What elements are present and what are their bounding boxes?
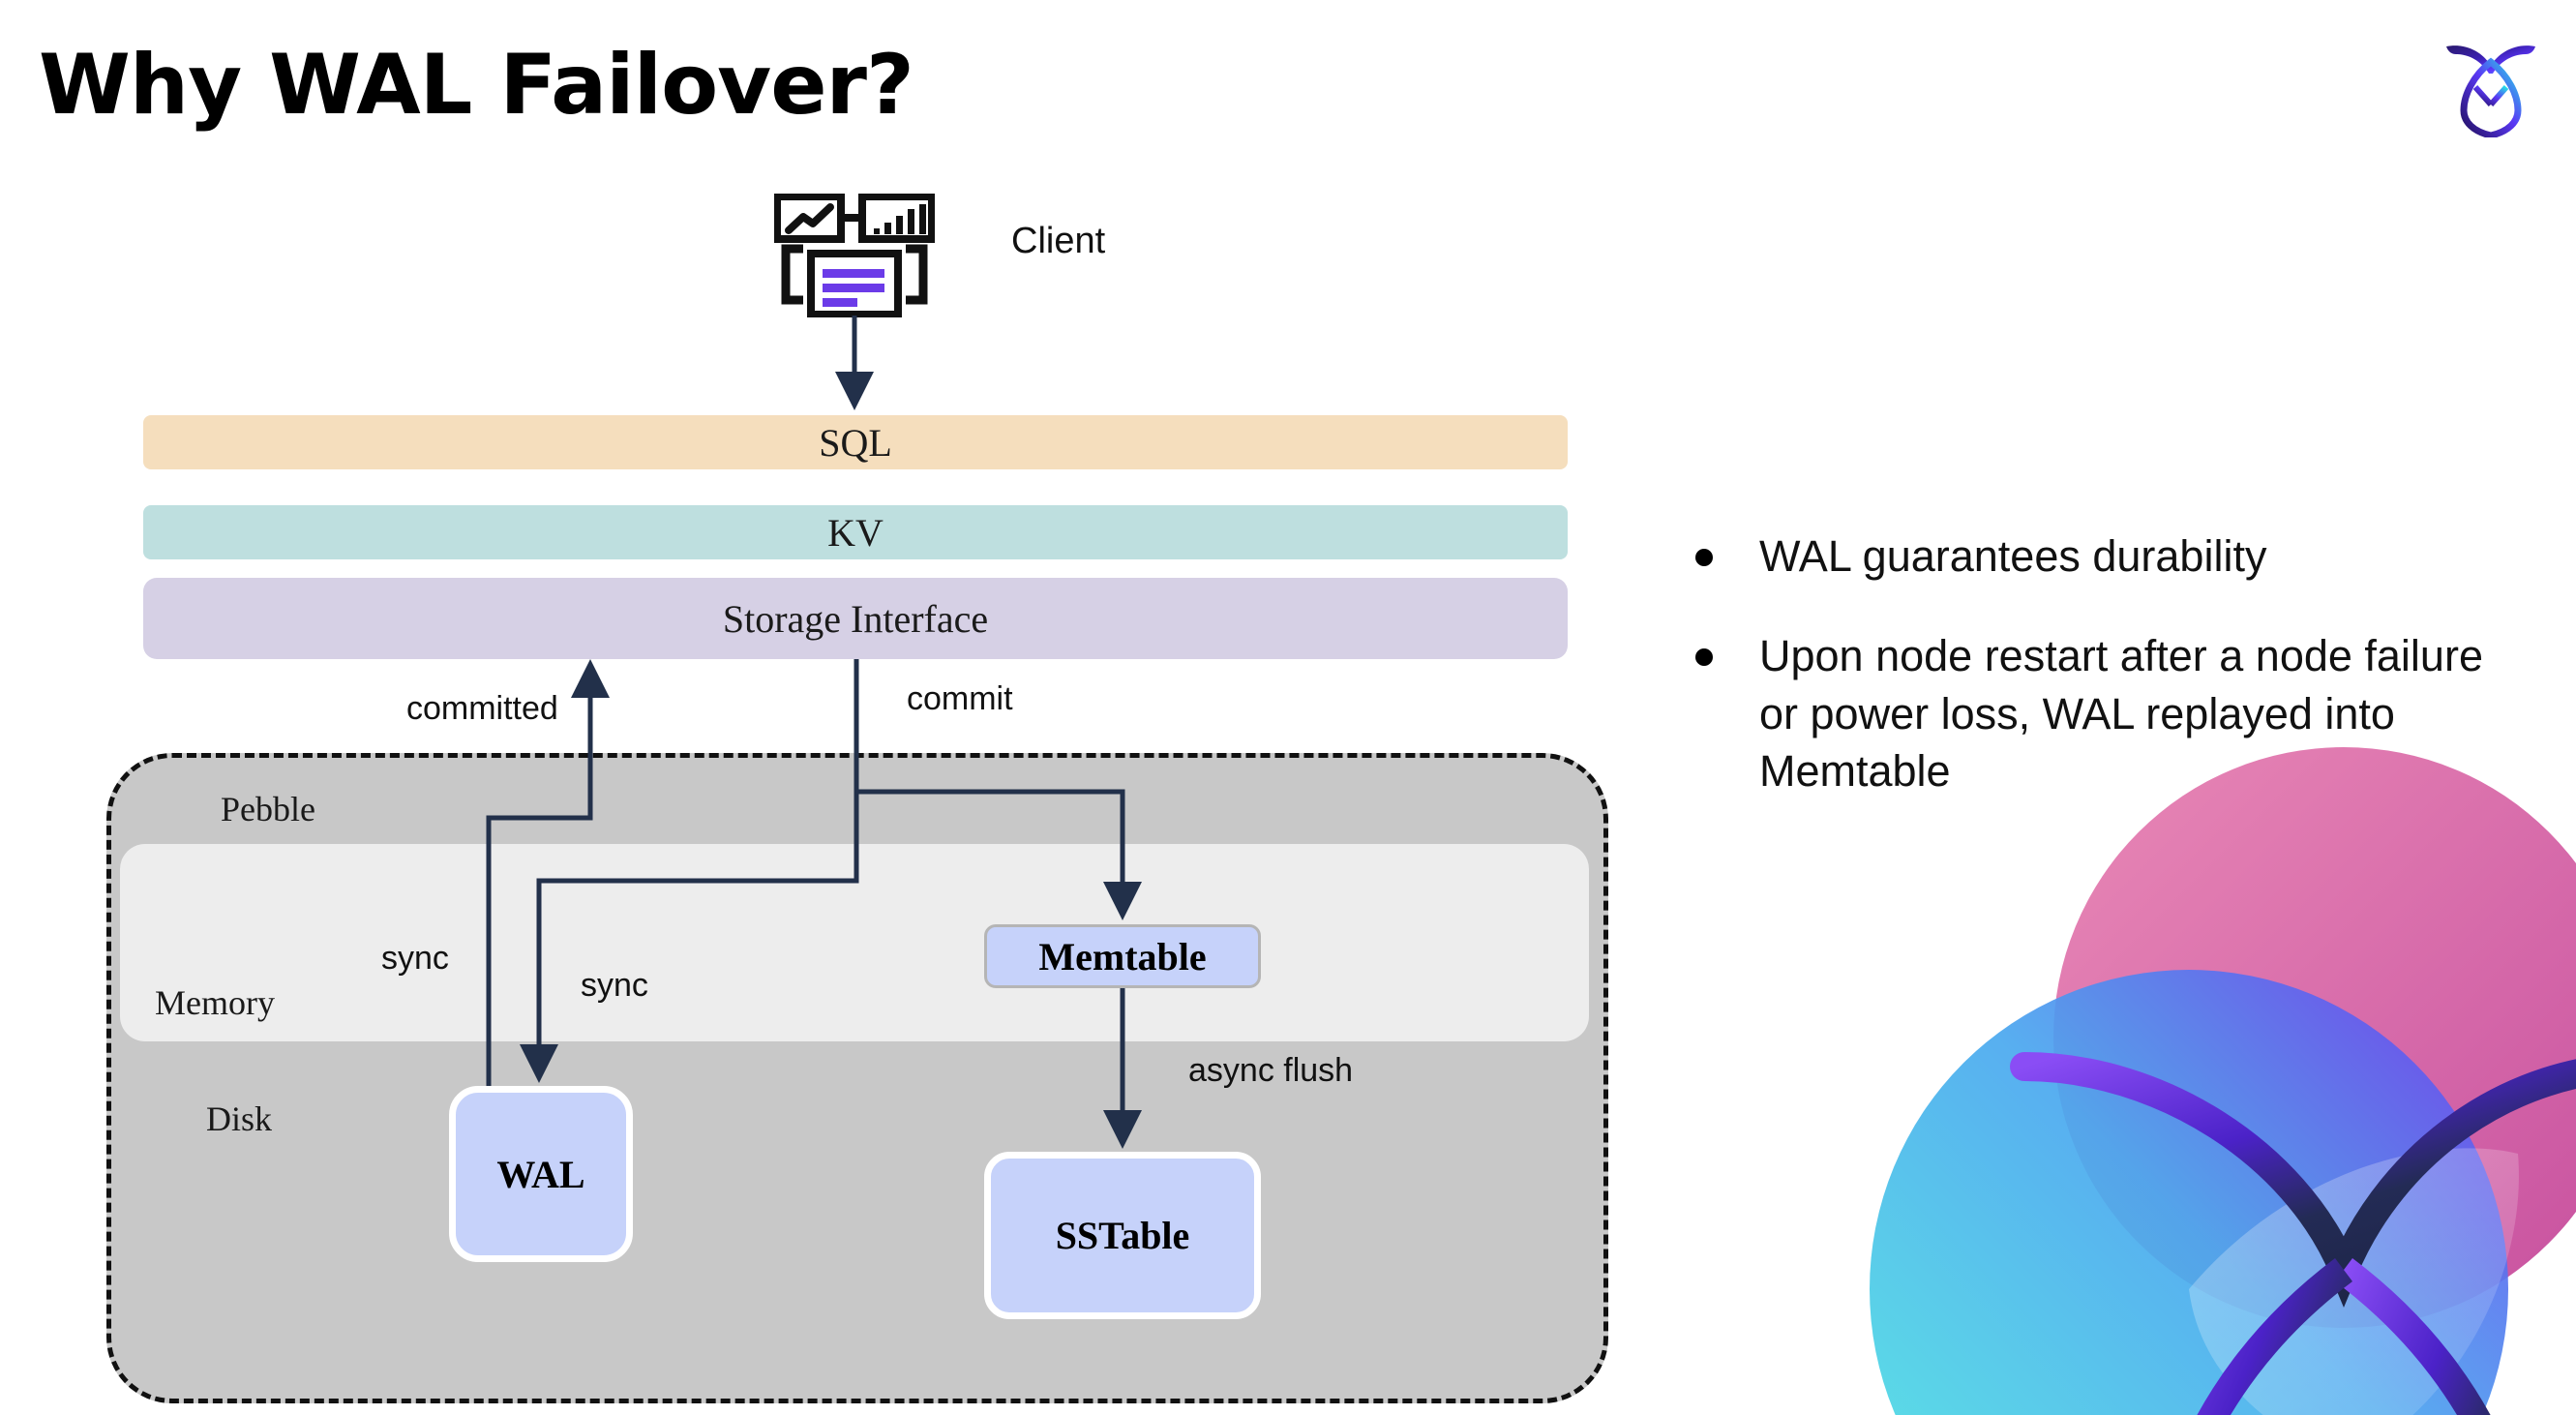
edge-label-sync-2: sync <box>581 967 648 1004</box>
node-memtable-label: Memtable <box>1038 934 1207 978</box>
memory-label: Memory <box>155 983 275 1022</box>
list-item: WAL guarantees durability <box>1695 527 2499 585</box>
layer-bar-storage-interface-label: Storage Interface <box>722 596 989 641</box>
client-dashboard-icon <box>773 193 936 318</box>
node-sstable: SSTable <box>984 1152 1261 1319</box>
edge-label-committed: committed <box>406 690 558 727</box>
layer-bar-sql: SQL <box>143 415 1568 469</box>
node-sstable-label: SSTable <box>1055 1214 1190 1257</box>
bullet-list: WAL guarantees durability Upon node rest… <box>1695 527 2499 843</box>
page-title: Why WAL Failover? <box>39 37 914 134</box>
pebble-label: Pebble <box>221 790 315 828</box>
bullet-text: WAL guarantees durability <box>1759 531 2267 581</box>
edge-label-async-flush: async flush <box>1188 1052 1354 1089</box>
disk-label: Disk <box>206 1099 273 1138</box>
bullet-dot-icon <box>1695 648 1713 667</box>
edge-label-commit: commit <box>907 680 1013 717</box>
edge-label-sync-1: sync <box>381 940 449 977</box>
node-wal: WAL <box>449 1086 633 1262</box>
bullet-text: Upon node restart after a node failure o… <box>1759 631 2483 797</box>
client-label: Client <box>1011 221 1106 261</box>
node-wal-label: WAL <box>496 1152 585 1196</box>
memory-region <box>120 844 1589 1041</box>
layer-bar-kv-label: KV <box>827 510 884 555</box>
layer-bar-storage-interface: Storage Interface <box>143 578 1568 659</box>
layer-bar-kv: KV <box>143 505 1568 559</box>
bullet-dot-icon <box>1695 549 1713 566</box>
decorative-circles-graphic <box>1841 747 2576 1415</box>
list-item: Upon node restart after a node failure o… <box>1695 627 2499 799</box>
node-memtable: Memtable <box>984 924 1261 988</box>
cockroachdb-logo-icon <box>2441 33 2541 139</box>
layer-bar-sql-label: SQL <box>819 420 892 465</box>
